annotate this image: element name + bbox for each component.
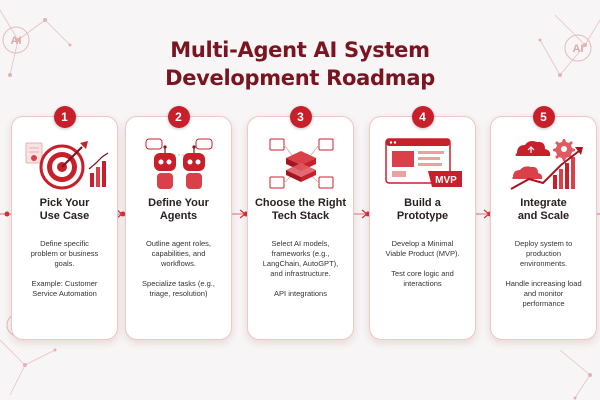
step-card-3: 3 Choose the Right Tech Stack Select AI …	[247, 106, 354, 340]
step-number-badge: 3	[289, 106, 312, 128]
step-example: Test core logic and interactions	[391, 269, 454, 288]
ai-mark-top-left: AI	[11, 35, 22, 47]
target-icon	[25, 141, 109, 190]
step-card-5: 5 Integrate and Scale Deploy system to p…	[490, 106, 597, 340]
step-card-2: 2 Define Your Agents Outline agent roles…	[125, 106, 232, 340]
step-number-badge: 5	[532, 106, 555, 128]
mvp-badge-text: MVP	[435, 175, 457, 186]
page-title: Multi-Agent AI System Development Roadma…	[0, 36, 600, 92]
step-title: Define Your Agents	[148, 197, 209, 222]
step-example: Example: Customer Service Automation	[31, 279, 98, 298]
step-title: Build a Prototype	[396, 197, 449, 222]
step-title: Integrate and Scale	[517, 197, 570, 222]
step-description: Select AI models, frameworks (e.g., Lang…	[262, 239, 339, 278]
step-card-4: 4 MVP Build a Prototype Develop a Minima…	[369, 106, 476, 340]
step-card-1: 1 Pick Your Use Case Define specific pro…	[11, 106, 118, 340]
step-number-badge: 4	[411, 106, 434, 128]
cloud-scale-icon	[510, 139, 583, 190]
step-example: Handle increasing load and monitor perfo…	[505, 279, 582, 308]
step-number-badge: 2	[167, 106, 190, 128]
step-description: Outline agent roles, capabilities, and w…	[145, 239, 212, 268]
step-number-badge: 1	[53, 106, 76, 128]
robot-agents-icon	[145, 138, 213, 189]
step-description: Develop a Minimal Viable Product (MVP).	[385, 239, 460, 258]
page-title-line-1: Multi-Agent AI System	[170, 38, 430, 62]
step-description: Define specific problem or business goal…	[30, 239, 99, 268]
tech-stack-icon	[269, 138, 334, 189]
step-title: Choose the Right Tech Stack	[254, 197, 347, 222]
step-title: Pick Your Use Case	[39, 197, 90, 222]
ai-mark-top-right: AI	[573, 43, 584, 55]
prototype-icon: MVP	[385, 138, 462, 187]
step-description: Deploy system to production environments…	[514, 239, 573, 268]
page-title-line-2: Development Roadmap	[165, 66, 435, 90]
step-example: Specialize tasks (e.g., triage, resoluti…	[142, 279, 215, 298]
step-example: API integrations	[274, 289, 327, 298]
